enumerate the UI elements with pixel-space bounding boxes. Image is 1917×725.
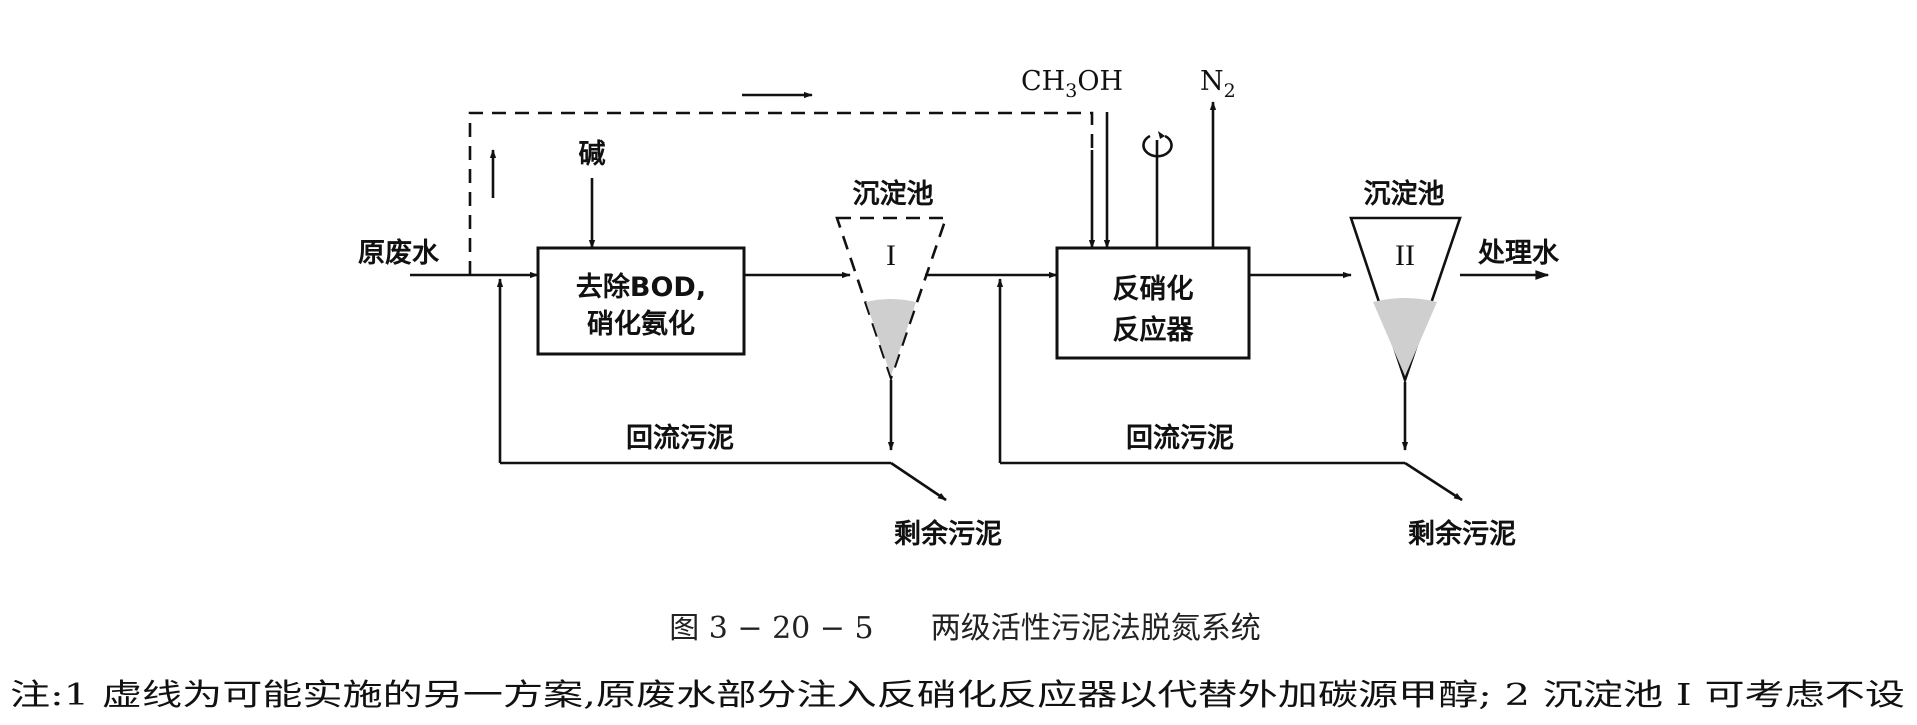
bypass-dashed-route [468,91,1096,275]
reactor2-label-line2: 反应器 [1113,314,1195,346]
nitrogen-label: N2 [1200,66,1236,102]
excess-sludge-2-label: 剩余污泥 [1408,518,1516,550]
return-sludge-2-label: 回流污泥 [1126,423,1234,454]
clarifier-2: II 沉淀池 [1349,178,1462,385]
mixer-rotation-arrowhead [1158,131,1165,139]
clarifier-1: I 沉淀池 [835,178,948,383]
clarifier2-label: 沉淀池 [1364,178,1445,210]
return-sludge-1-label: 回流污泥 [626,423,734,454]
figure-caption: 图 3 − 20 − 5 两级活性污泥法脱氮系统 [669,611,1261,646]
methanol-label: CH3OH [1021,66,1123,102]
excess-sludge-1-arrow [890,461,947,502]
nitrogen-label-sub: 2 [1224,80,1236,102]
excess-sludge-2-arrow [1404,461,1463,502]
methanol-label-post: OH [1077,66,1123,97]
figure-note: 注:1 虚线为可能实施的另一方案,原废水部分注入反硝化反应器以代替外加碳源甲醇;… [10,678,1905,713]
return-sludge-loop-2: 回流污泥 [996,278,1405,465]
raw-water-label: 原废水 [358,237,440,269]
reactor1-box [536,246,746,356]
clarifier2-mark: II [1395,239,1415,272]
mixer-rotation-icon [1142,134,1173,158]
clarifier2-sludge-fill [1373,298,1437,376]
clarifier1-dashed-outline [835,216,948,383]
bypass-dashed-line [468,111,1094,275]
return-sludge-loop-1: 回流污泥 [496,278,891,465]
reactor2-box [1055,246,1251,360]
reactor1-label-line2: 硝化氨化 [587,309,695,340]
nitrogen-label-pre: N [1200,66,1224,97]
treated-water-label: 处理水 [1477,238,1560,269]
clarifier1-mark: I [886,239,896,272]
excess-sludge-1-label: 剩余污泥 [894,518,1002,550]
reactor1-label-line1: 去除BOD, [576,271,706,303]
denitrification-reactor: 反硝化 反应器 [1055,246,1251,360]
methanol-label-pre: CH [1021,66,1065,97]
methanol-label-sub: 3 [1065,80,1077,102]
alkali-label: 碱 [579,139,606,170]
reactor2-label-line1: 反硝化 [1113,274,1194,305]
clarifier1-label: 沉淀池 [853,178,934,210]
clarifier2-outline [1349,216,1462,385]
reactor-bod-removal: 去除BOD, 硝化氨化 [536,246,746,356]
clarifier1-sludge-fill [866,299,916,376]
